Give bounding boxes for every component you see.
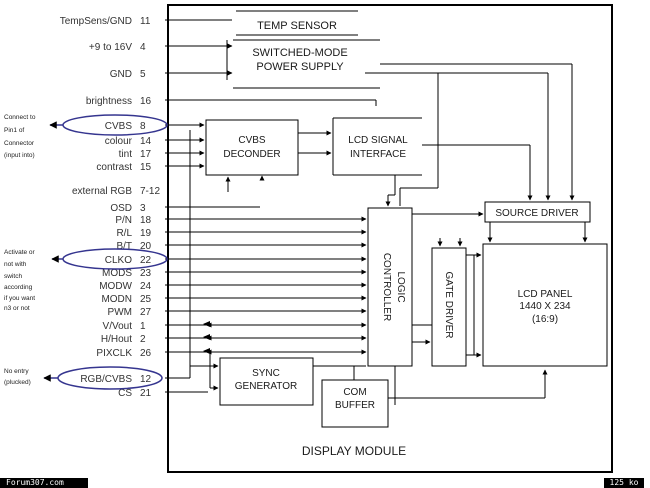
pin-name-label: PWM [108,307,132,318]
lcd-panel-label-3: (16:9) [532,314,558,325]
pin-name-label: colour [105,136,133,147]
pin-number-label: 7-12 [140,186,160,197]
footer-site-badge: Forum307.com [0,478,88,488]
note-rgb: No entry (plucked) [4,368,31,386]
svg-text:if you want: if you want [4,295,35,302]
pin-number-label: 4 [140,42,146,53]
logic-label-1: LOGIC [395,271,406,302]
psu-label-1: SWITCHED-MODE [252,47,347,59]
lcd-panel-label-1: LCD PANEL [518,289,573,300]
lcd-signal-label-1: LCD SIGNAL [348,135,408,146]
pin-number-label: 23 [140,268,152,279]
gate-driver-block [431,247,467,367]
com-buffer-label-2: BUFFER [335,400,375,411]
cvbs-decoder-label-2: DECONDER [223,149,280,160]
pin-number-label: 18 [140,215,152,226]
pin-number-label: 22 [140,255,152,266]
pin-name-label: PIXCLK [96,348,132,359]
pin-number-label: 21 [140,388,152,399]
svg-text:according: according [4,284,33,291]
pin-number-label: 16 [140,96,152,107]
pin-name-label: MODW [99,281,132,292]
svg-text:Pin1 of: Pin1 of [4,127,24,134]
pin-name-label: tint [119,149,133,160]
logic-controller-block [367,207,413,367]
pin-number-label: 14 [140,136,152,147]
com-buffer-block [321,379,389,428]
pin-number-label: 5 [140,69,146,80]
svg-text:(input into): (input into) [4,152,35,159]
pin-name-label: CS [118,388,132,399]
pin-name-label: H/Hout [101,334,132,345]
pin-name-label: MODN [101,294,132,305]
source-driver-label: SOURCE DRIVER [495,208,578,219]
sync-gen-label-1: SYNC [252,368,280,379]
pin-number-label: 12 [140,374,152,385]
pin-number-label: 15 [140,162,152,173]
pin-number-label: 3 [140,203,146,214]
temp-sensor-label: TEMP SENSOR [257,20,337,32]
psu-label-2: POWER SUPPLY [256,61,344,73]
lcd-panel-block [482,243,608,367]
pin-name-label: GND [110,69,132,80]
pin-name-label: CLKO [105,255,132,266]
footer-size-badge: 125 ko [604,478,644,488]
gate-driver-label: GATE DRIVER [443,271,454,338]
com-buffer-label-1: COM [343,387,366,398]
svg-text:Activate or: Activate or [4,249,36,256]
lcd-signal-label-2: INTERFACE [350,149,406,160]
pin-number-label: 24 [140,281,152,292]
pin-name-label: external RGB [72,186,132,197]
cvbs-decoder-label-1: CVBS [238,135,266,146]
pin-name-label: B/T [116,241,132,252]
pin-number-label: 19 [140,228,152,239]
pin-number-label: 27 [140,307,152,318]
pin-name-label: +9 to 16V [89,42,132,53]
pin-number-label: 1 [140,321,146,332]
svg-text:No entry: No entry [4,368,29,375]
sync-gen-label-2: GENERATOR [235,381,297,392]
display-module-frame [167,4,613,473]
pin-name-label: brightness [86,96,132,107]
pin-number-label: 20 [140,241,152,252]
pin-number-label: 25 [140,294,152,305]
pin-name-label: P/N [115,215,132,226]
pin-name-label: MODS [102,268,132,279]
note-cvbs: Connect to Pin1 of Connector (input into… [4,114,36,159]
svg-text:(plucked): (plucked) [4,379,31,386]
pin-name-label: RGB/CVBS [80,374,132,385]
pin-name-label: OSD [110,203,132,214]
pin-number-label: 26 [140,348,152,359]
sync-generator-block [219,357,314,406]
logic-label-2: CONTROLLER [381,253,392,321]
pin-number-label: 17 [140,149,152,160]
pin-name-label: CVBS [105,121,133,132]
svg-text:Connector: Connector [4,140,35,147]
svg-text:not with: not with [4,261,27,268]
svg-text:n3 or not: n3 or not [4,305,30,312]
pin-name-label: TempSens/GND [60,16,132,27]
pin-number-label: 8 [140,121,146,132]
pin-number-label: 11 [140,16,151,27]
svg-text:Connect to: Connect to [4,114,36,121]
pin-name-label: contrast [96,162,132,173]
source-driver-block [484,201,591,223]
note-clko: Activate or not with switch according if… [4,249,36,312]
lcd-panel-label-2: 1440 X 234 [519,301,571,312]
pin-number-label: 2 [140,334,146,345]
display-module-label: DISPLAY MODULE [302,444,406,458]
pin-name-label: R/L [116,228,132,239]
pin-name-label: V/Vout [103,321,133,332]
cvbs-decoder-block [205,119,299,176]
svg-text:switch: switch [4,273,22,280]
